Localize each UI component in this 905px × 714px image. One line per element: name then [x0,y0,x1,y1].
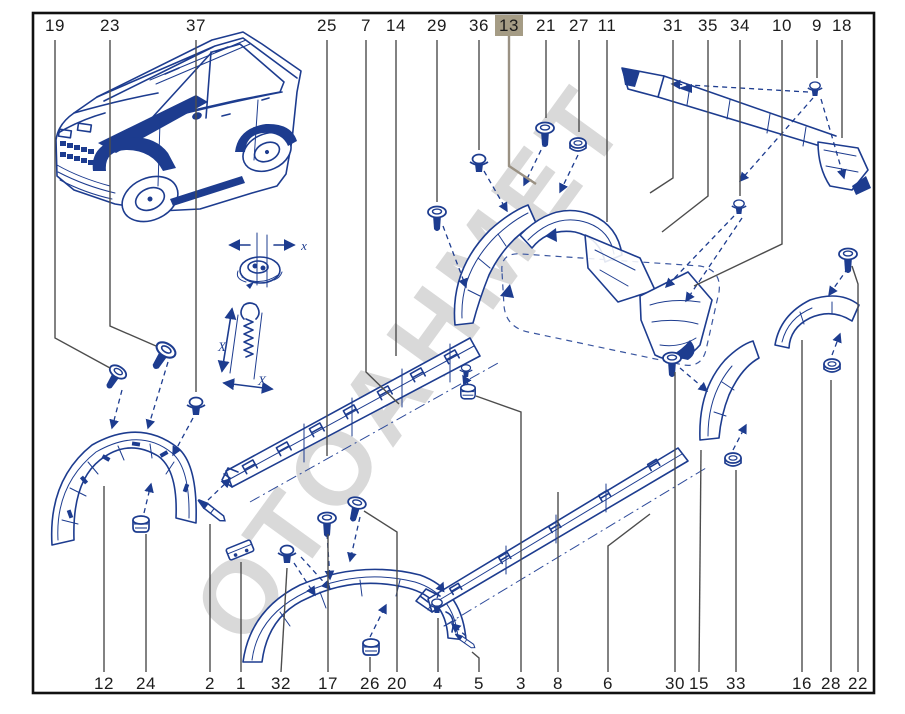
part-right-arch-trims [699,295,860,441]
part-upper-sill-strip [221,337,501,503]
callout-18[interactable]: 18 [832,16,852,35]
callout-26[interactable]: 26 [360,674,380,693]
callout-21[interactable]: 21 [536,16,556,35]
callout-22[interactable]: 22 [848,674,868,693]
part-bracket [225,539,255,561]
callout-4[interactable]: 4 [433,674,443,693]
callout-25[interactable]: 25 [317,16,337,35]
callout-27[interactable]: 27 [569,16,589,35]
callout-19[interactable]: 19 [45,16,65,35]
callout-24[interactable]: 24 [136,674,156,693]
callout-6[interactable]: 6 [603,674,613,693]
callout-7[interactable]: 7 [361,16,371,35]
part-upper-arch-trims [453,204,623,326]
dim-label-X-bottom: X [257,373,267,388]
callout-15[interactable]: 15 [689,674,709,693]
callout-10[interactable]: 10 [772,16,792,35]
callout-5[interactable]: 5 [474,674,484,693]
callout-30[interactable]: 30 [665,674,685,693]
callout-23[interactable]: 23 [100,16,120,35]
callout-32[interactable]: 32 [271,674,291,693]
callout-3[interactable]: 3 [516,674,526,693]
callout-labels-bottom: 12 24 2 1 32 17 26 20 4 5 3 8 6 30 15 33… [94,674,868,693]
callout-1[interactable]: 1 [236,674,246,693]
callout-2[interactable]: 2 [205,674,215,693]
fastener-dimension-inset-bolt: X X [217,302,274,394]
part-roof-strip [621,67,871,195]
callout-16[interactable]: 16 [792,674,812,693]
callout-11[interactable]: 11 [598,16,617,35]
part-rear-wheel-arch-trim [50,431,197,546]
callout-29[interactable]: 29 [427,16,447,35]
callout-9[interactable]: 9 [812,16,822,35]
callout-12[interactable]: 12 [94,674,114,693]
callout-33[interactable]: 33 [726,674,746,693]
callout-20[interactable]: 20 [387,674,407,693]
callout-highlight [495,15,523,36]
callout-37[interactable]: 37 [186,16,206,35]
vehicle-thumbnail [55,31,302,223]
callout-31[interactable]: 31 [663,16,683,35]
callout-14[interactable]: 14 [386,16,406,35]
callout-8[interactable]: 8 [553,674,563,693]
callout-34[interactable]: 34 [730,16,750,35]
dim-label-x: x [300,238,307,253]
callout-36[interactable]: 36 [469,16,489,35]
callout-labels-top: 19 23 37 25 7 14 29 36 13 21 27 11 31 35… [45,16,852,35]
dim-label-X-left: X [217,339,227,354]
callout-13-selected[interactable]: 13 [499,16,519,35]
callout-35[interactable]: 35 [698,16,718,35]
callout-28[interactable]: 28 [821,674,841,693]
fastener-dimension-inset-clip: x [228,232,307,289]
callout-17[interactable]: 17 [318,674,338,693]
leader-lines [54,36,859,673]
